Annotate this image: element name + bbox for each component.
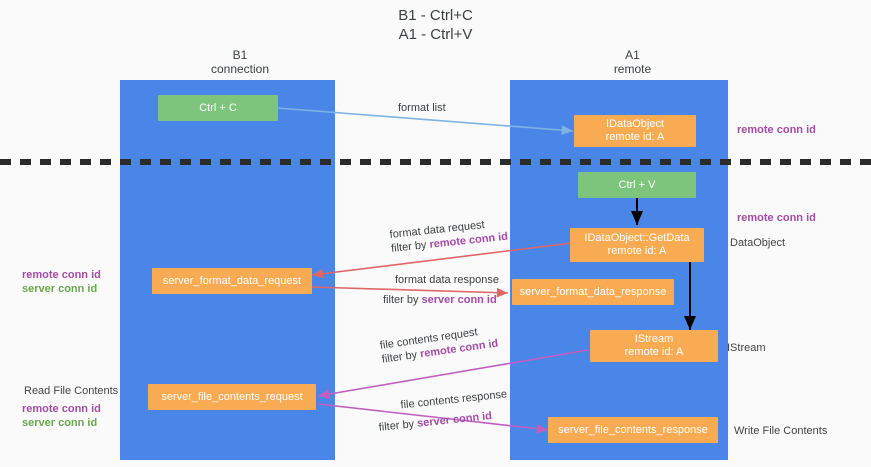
node-getdata-sub: remote id: A [607, 245, 667, 257]
node-server-file-contents-request[interactable]: server_file_contents_request [148, 384, 316, 410]
edge-label-format-list: format list [398, 102, 446, 114]
annotation-right-write-file-contents: Write File Contents [734, 425, 828, 437]
edge-label-format-data-response-line1: format data response [395, 274, 499, 286]
node-getdata-title: IDataObject::GetData [584, 232, 690, 244]
node-idataobject-title: IDataObject [605, 118, 665, 130]
column-header-b1: B1 connection [145, 48, 335, 76]
edge-label-file-contents-response: file contents response filter by server … [376, 387, 510, 435]
filter-key-server-conn-id: server conn id [421, 294, 497, 306]
column-header-a1-sub: remote [613, 62, 652, 76]
annotation-right-remote-conn-id-mid: remote conn id [737, 212, 816, 224]
node-istream-title: IStream [634, 333, 674, 345]
title-line-1: B1 - Ctrl+C [398, 7, 473, 24]
edge-label-format-data-response: format data response filter by server co… [383, 273, 499, 307]
node-server-format-data-response[interactable]: server_format_data_response [512, 279, 674, 305]
column-header-a1-name: A1 [625, 48, 640, 62]
column-header-b1-name: B1 [232, 48, 248, 62]
page-title: B1 - Ctrl+C A1 - Ctrl+V [0, 6, 871, 44]
annotation-left-remote-conn-id: remote conn id [22, 269, 101, 281]
annotation-left-remote-conn-id-2: remote conn id [22, 403, 101, 415]
node-idataobject-sub: remote id: A [605, 131, 665, 143]
column-header-b1-sub: connection [210, 62, 270, 76]
annotation-left-read-file-contents: Read File Contents [24, 385, 119, 397]
node-idataobject[interactable]: IDataObject remote id: A [574, 115, 696, 147]
node-server-file-contents-response-label: server_file_contents_response [558, 423, 708, 436]
annotation-left-conn-ids-bottom: remote conn id server conn id [22, 402, 101, 430]
annotation-left-server-conn-id-2: server conn id [22, 417, 98, 429]
node-server-format-data-request-label: server_format_data_request [162, 274, 302, 287]
annotation-left-conn-ids-top: remote conn id server conn id [22, 268, 101, 296]
node-istream[interactable]: IStream remote id: A [590, 330, 718, 362]
annotation-right-istream: IStream [727, 342, 766, 354]
filter-prefix: filter by [383, 294, 422, 306]
node-server-file-contents-response[interactable]: server_file_contents_response [548, 417, 718, 443]
node-idataobject-getdata[interactable]: IDataObject::GetData remote id: A [570, 228, 704, 262]
node-istream-sub: remote id: A [624, 346, 684, 358]
node-ctrl-v[interactable]: Ctrl + V [578, 172, 696, 198]
column-header-a1: A1 remote [535, 48, 730, 76]
node-ctrl-v-label: Ctrl + V [618, 178, 656, 191]
title-line-2: A1 - Ctrl+V [398, 26, 473, 43]
node-server-file-contents-request-label: server_file_contents_request [161, 390, 303, 403]
node-ctrl-c-label: Ctrl + C [199, 101, 237, 114]
node-ctrl-c[interactable]: Ctrl + C [158, 95, 278, 121]
filter-key-server-conn-id: server conn id [416, 409, 493, 430]
edge-label-format-data-response-line2: filter by server conn id [383, 293, 499, 307]
annotation-left-server-conn-id: server conn id [22, 283, 98, 295]
node-server-format-data-response-label: server_format_data_response [519, 285, 667, 298]
filter-prefix: filter by [378, 417, 418, 434]
annotation-right-remote-conn-id-top: remote conn id [737, 124, 816, 136]
annotation-right-dataobject: DataObject [730, 237, 786, 249]
node-server-format-data-request[interactable]: server_format_data_request [152, 268, 312, 294]
edge-label-file-contents-request: file contents request filter by remote c… [379, 323, 499, 367]
edge-label-format-data-request: format data request filter by remote con… [389, 216, 509, 256]
filter-prefix: filter by [390, 238, 431, 255]
filter-prefix: filter by [381, 348, 421, 366]
